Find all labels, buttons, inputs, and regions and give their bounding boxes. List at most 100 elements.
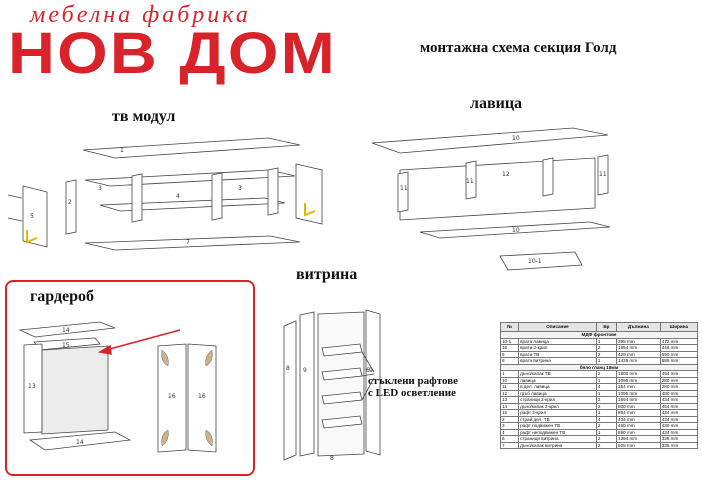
part-label: 14 [76, 439, 84, 446]
bench-diagram [371, 127, 611, 271]
led-bracket [304, 203, 316, 217]
tv-top-panel [82, 137, 301, 159]
wardrobe-door-right [187, 343, 217, 453]
part-label: 10 [512, 135, 520, 142]
tv-divider-2 [211, 172, 223, 221]
tv-middle-shelf [84, 169, 296, 187]
part-label: 9 [303, 367, 307, 374]
bench-back [399, 157, 596, 221]
section-title-showcase: витрина [296, 266, 358, 283]
tv-door-right [295, 163, 323, 225]
part-label: 3 [238, 185, 242, 192]
cell-length: 505 mm [616, 441, 661, 449]
part-label: 10-1 [528, 258, 542, 265]
bench-divider-2 [542, 157, 554, 197]
part-label: 14 [62, 327, 70, 334]
part-label: 11 [400, 185, 408, 192]
carving-ornament [205, 429, 213, 447]
tv-door-left [22, 185, 48, 248]
bench-top [371, 127, 609, 154]
tv-side-left [65, 179, 77, 235]
showcase-side-right [365, 309, 381, 456]
glass-shelf-4 [321, 415, 363, 429]
carving-ornament [161, 349, 169, 367]
part-label: 2 [68, 199, 72, 206]
part-label: 4 [176, 193, 180, 200]
part-label: 1 [120, 147, 124, 154]
part-label: 8 [330, 455, 334, 462]
bench-side-right [597, 154, 609, 196]
part-label: 3 [98, 185, 102, 192]
cell-number: 7 [499, 441, 520, 449]
wardrobe-bottom [28, 431, 132, 451]
part-label: 16 [198, 393, 206, 400]
part-label: 11 [466, 178, 474, 185]
part-label: 16 [168, 393, 176, 400]
section-title-bench: лавица [470, 95, 523, 112]
part-label: 6 [366, 367, 370, 374]
wardrobe-diagram [18, 321, 217, 453]
bench-door [499, 251, 583, 271]
showcase-shelves-note: стъклени рафтове с LED осветление [368, 375, 458, 399]
brand-logo: НОВ ДОМ [8, 21, 337, 86]
shelves-note-line: стъклени рафтове [368, 375, 459, 387]
cell-quantity: 2 [595, 441, 618, 449]
red-arrow-head [97, 344, 112, 355]
bench-side-left [397, 171, 409, 213]
tv-side-right [267, 167, 279, 216]
cell-width: 335 mm [659, 441, 699, 449]
part-label: 9 [369, 367, 373, 374]
tv-bottom-panel [84, 235, 301, 251]
cell-description: дъно/капак витрина [518, 441, 597, 449]
col-header-number: № [499, 322, 520, 332]
section-title-tv-module: тв модул [112, 108, 176, 125]
part-label: 5 [30, 213, 34, 220]
red-arrow [105, 329, 181, 351]
section-title-wardrobe: гардероб [30, 288, 95, 305]
col-header-quantity: Бр [595, 322, 618, 332]
carving-ornament [161, 429, 169, 447]
part-label: 12 [502, 171, 510, 178]
part-label: 8 [286, 365, 290, 372]
tv-divider-1 [131, 173, 143, 223]
col-header-width: Ширина [659, 322, 699, 332]
showcase-diagram [283, 309, 381, 461]
part-label: 13 [28, 383, 36, 390]
showcase-body [317, 311, 365, 457]
part-label: 15 [62, 342, 70, 349]
shelves-note-line: с LED осветление [368, 387, 456, 399]
tv-lower-shelf [99, 197, 286, 212]
bench-divider-1 [465, 160, 477, 200]
carving-ornament [205, 349, 213, 367]
part-label: 11 [599, 171, 607, 178]
part-label: 10 [512, 227, 520, 234]
wardrobe-back [41, 345, 109, 435]
table-header-row: № Описание Бр Дължина Ширина [499, 322, 699, 332]
col-header-length: Дължина [616, 322, 661, 332]
part-label: 7 [186, 239, 190, 246]
showcase-door-glass [283, 320, 297, 461]
tv-module-diagram [7, 137, 323, 251]
page-title: монтажна схема секция Голд [420, 40, 617, 56]
wardrobe-door-left [157, 343, 187, 453]
bench-bottom [419, 221, 611, 239]
col-header-description: Описание [518, 322, 597, 332]
